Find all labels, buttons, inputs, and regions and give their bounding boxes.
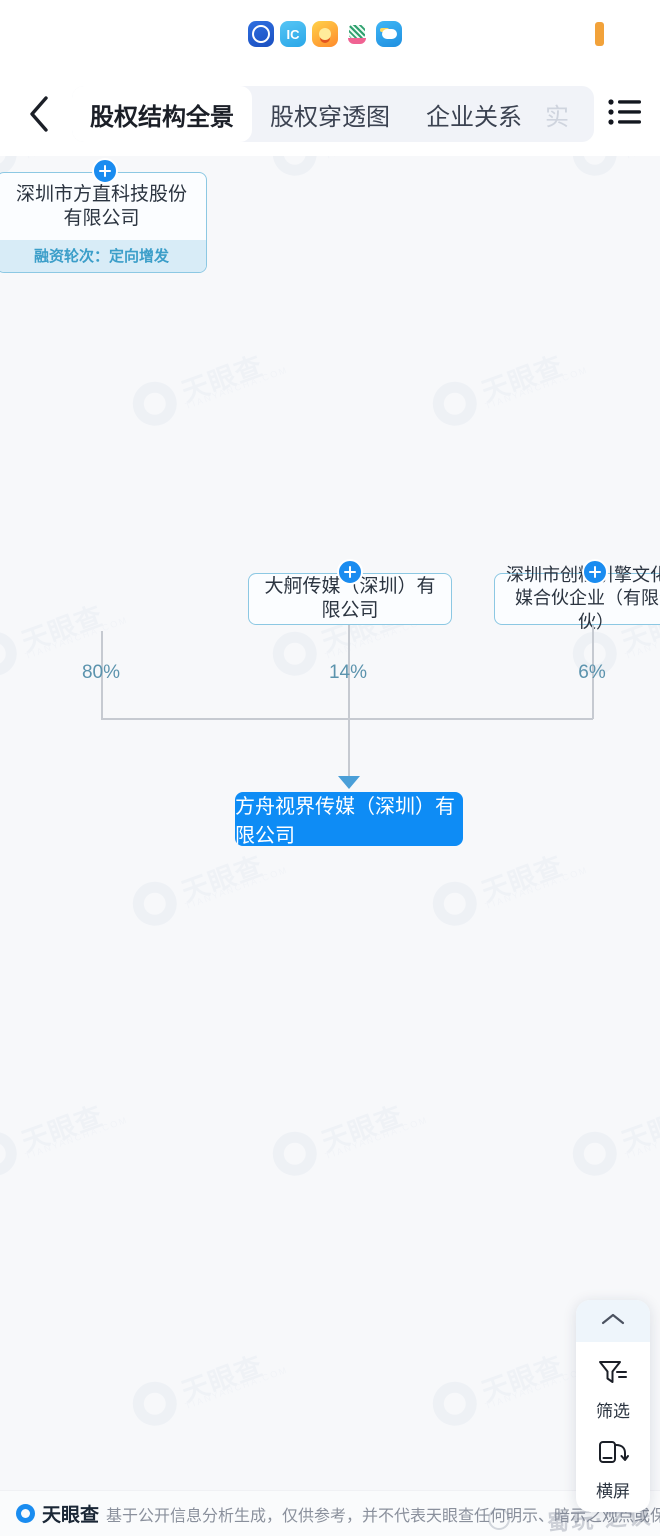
- footer-disclaimer-text: 基于公开信息分析生成，仅供参考，并不代表天眼查任何明示、暗示之观点或保证。: [106, 1507, 660, 1525]
- landscape-tool-label: 横屏: [596, 1482, 630, 1501]
- target-company-node[interactable]: 方舟视界传媒（深圳）有限公司: [235, 792, 463, 847]
- tab-equity-structure-overview[interactable]: 股权结构全景: [72, 86, 252, 142]
- tianyancha-logo-icon: [16, 1504, 35, 1523]
- footer-brand: 天眼查: [42, 1505, 100, 1526]
- filter-tool-label: 筛选: [596, 1402, 630, 1421]
- edge-shareholder-2-drop: [348, 625, 350, 719]
- status-notification-icons: IC: [248, 21, 402, 47]
- expand-shareholder-1-button[interactable]: [92, 158, 118, 184]
- landscape-rotate-icon: [597, 1438, 629, 1473]
- chevron-up-icon: [600, 1311, 626, 1332]
- edge-target-drop: [348, 718, 350, 780]
- app-badge-pink-icon: [344, 21, 370, 47]
- percent-label-shareholder-1: 80%: [81, 662, 121, 683]
- ownership-graph: 深圳市方直科技股份有限公司 融资轮次：定向增发 大舸传媒（深圳）有限公司 深圳市…: [0, 156, 660, 1490]
- shareholder-node-3-name: 深圳市创粒引擎文化传媒合伙企业（有限合伙）: [506, 565, 660, 632]
- app-badge-weather-icon: [376, 21, 402, 47]
- shareholder-node-1-name: 深圳市方直科技股份有限公司: [15, 184, 187, 230]
- menu-button[interactable]: [594, 83, 656, 145]
- percent-label-shareholder-2: 14%: [328, 662, 368, 683]
- shareholder-node-1-badge: 融资轮次：定向增发: [0, 239, 206, 272]
- shareholder-node-2-name: 大舸传媒（深圳）有限公司: [264, 575, 436, 621]
- edge-horizontal-bus: [101, 718, 593, 720]
- app-badge-cyan-icon: IC: [280, 21, 306, 47]
- edge-arrowhead: [338, 776, 360, 789]
- edge-shareholder-3-drop: [592, 625, 594, 719]
- tab-enterprise-relations[interactable]: 企业关系: [426, 103, 522, 131]
- shareholder-node-1[interactable]: 深圳市方直科技股份有限公司 融资轮次：定向增发: [0, 172, 207, 273]
- orange-bar-indicator: [595, 22, 604, 46]
- status-bar: IC: [0, 0, 660, 72]
- edge-shareholder-1-drop: [101, 631, 103, 719]
- collapse-panel-button[interactable]: [576, 1300, 650, 1342]
- list-menu-icon: [608, 98, 642, 131]
- tab-partially-visible[interactable]: 实: [545, 103, 569, 131]
- app-badge-orange-icon: [312, 21, 338, 47]
- chevron-left-icon: [26, 94, 52, 134]
- app-badge-blue-icon: [248, 21, 274, 47]
- floating-tool-panel: 筛选 横屏: [576, 1300, 650, 1512]
- shareholder-node-3[interactable]: 深圳市创粒引擎文化传媒合伙企业（有限合伙）: [494, 565, 660, 632]
- landscape-tool-button[interactable]: 横屏: [576, 1422, 650, 1502]
- page-header: 股权结构全景 股权穿透图 企业关系 实: [0, 72, 660, 156]
- expand-shareholder-2-button[interactable]: [337, 559, 363, 585]
- funding-round-label: 融资轮次：: [33, 247, 109, 265]
- percent-label-shareholder-3: 6%: [578, 662, 606, 683]
- funding-round-value: 定向增发: [109, 247, 170, 265]
- filter-tool-button[interactable]: 筛选: [576, 1342, 650, 1422]
- footer-disclaimer-bar: 天眼查 基于公开信息分析生成，仅供参考，并不代表天眼查任何明示、暗示之观点或保证…: [0, 1490, 660, 1536]
- expand-shareholder-3-button[interactable]: [582, 559, 608, 585]
- back-button[interactable]: [8, 83, 70, 145]
- tab-strip[interactable]: 股权结构全景 股权穿透图 企业关系 实: [72, 86, 594, 142]
- target-company-name: 方舟视界传媒（深圳）有限公司: [235, 796, 455, 847]
- filter-funnel-icon: [597, 1358, 629, 1393]
- tab-equity-penetration[interactable]: 股权穿透图: [270, 103, 390, 131]
